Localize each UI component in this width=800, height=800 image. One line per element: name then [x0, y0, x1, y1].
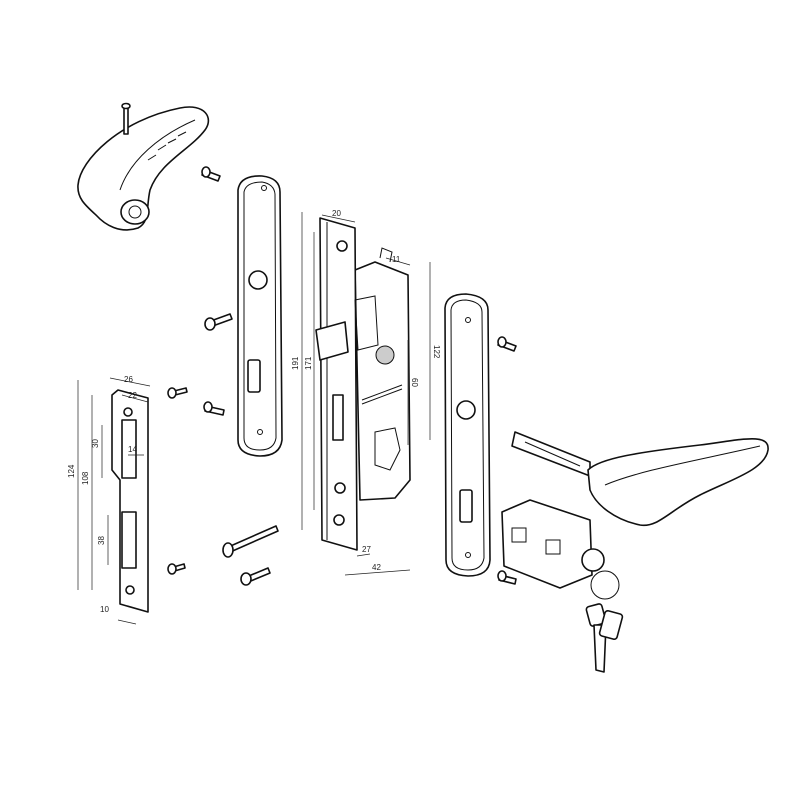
back-escutcheon-plate [444, 293, 491, 577]
dim-label: 11 [392, 255, 401, 264]
dim-label: 124 [67, 464, 76, 478]
screw-icon [240, 567, 271, 586]
key-icon [585, 570, 624, 673]
dim-label: 10 [100, 605, 109, 614]
dim-label: 171 [304, 356, 313, 370]
dim-label: 191 [291, 356, 300, 370]
dim-label: 20 [332, 209, 341, 218]
screw-icon [204, 313, 233, 331]
dim-label: 38 [97, 536, 106, 545]
lever-handle-left [77, 106, 210, 231]
screw-icon [497, 570, 517, 585]
dim-label: 27 [362, 545, 371, 554]
screw-icon [167, 387, 188, 399]
dim-label: 122 [432, 345, 441, 359]
dim-label: 14 [128, 445, 137, 454]
dim-label: 108 [81, 471, 90, 485]
pin-icon [121, 102, 131, 135]
mortise-lock-body [315, 217, 411, 551]
dim-label: 60 [410, 378, 419, 387]
front-escutcheon-plate [237, 175, 283, 457]
euro-cylinder [501, 499, 605, 589]
dim-label: 42 [372, 563, 381, 572]
screw-icon [203, 401, 225, 416]
dim-label: 22 [128, 391, 137, 400]
dimension-lines [77, 212, 431, 625]
through-bolt-icon [222, 525, 279, 558]
strike-plate [111, 389, 149, 613]
dim-label: 26 [124, 375, 133, 384]
screw-icon [201, 166, 221, 182]
screw-icon [497, 336, 517, 352]
screw-icon [167, 563, 186, 575]
dim-label: 30 [91, 439, 100, 448]
dimension-labels: 20 11 191 171 122 60 27 42 26 22 30 14 1… [67, 209, 441, 614]
lever-handle-right [511, 431, 769, 527]
